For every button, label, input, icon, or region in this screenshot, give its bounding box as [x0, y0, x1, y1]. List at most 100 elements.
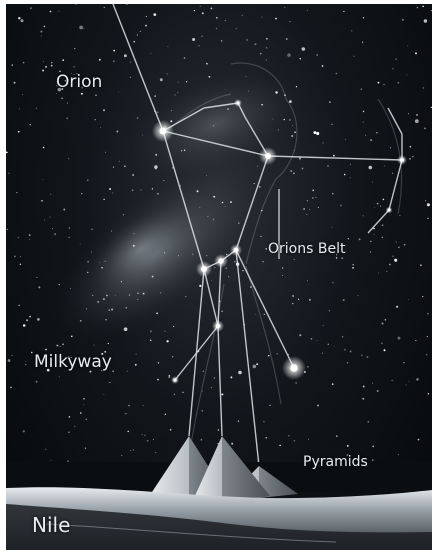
- background-star: [336, 435, 338, 437]
- background-star: [378, 273, 379, 274]
- background-star: [173, 326, 174, 327]
- background-star: [422, 6, 424, 8]
- background-star: [399, 215, 400, 216]
- background-star: [106, 295, 108, 297]
- background-star: [313, 131, 316, 134]
- background-star: [208, 76, 210, 78]
- background-star: [20, 264, 22, 266]
- background-star: [85, 448, 86, 449]
- background-star: [206, 255, 207, 256]
- background-star: [86, 308, 87, 309]
- background-star: [130, 450, 131, 451]
- background-star: [87, 272, 88, 273]
- background-star: [87, 261, 89, 263]
- background-star: [137, 293, 139, 295]
- background-star: [197, 190, 199, 192]
- background-star: [322, 353, 323, 354]
- background-star: [130, 77, 131, 78]
- background-star: [372, 383, 373, 384]
- background-star: [12, 64, 13, 65]
- background-star: [7, 229, 9, 231]
- background-star: [415, 340, 416, 341]
- background-star: [150, 53, 151, 54]
- background-star: [40, 31, 42, 33]
- background-star: [312, 197, 313, 198]
- background-star: [343, 299, 345, 301]
- background-star: [211, 280, 212, 281]
- background-star: [331, 124, 332, 125]
- background-star: [81, 193, 82, 194]
- background-star: [351, 30, 352, 31]
- background-star: [69, 416, 71, 418]
- background-star: [392, 256, 393, 257]
- background-star: [103, 109, 105, 111]
- background-star: [172, 356, 173, 357]
- background-star: [214, 377, 215, 378]
- background-star: [180, 185, 181, 186]
- background-star: [150, 340, 151, 341]
- background-star: [160, 292, 161, 293]
- background-star: [153, 439, 154, 440]
- background-star: [51, 65, 53, 67]
- background-star: [332, 193, 334, 195]
- background-star: [18, 305, 20, 307]
- background-star: [108, 343, 109, 344]
- background-star: [216, 17, 218, 19]
- background-star: [160, 78, 163, 81]
- background-star: [254, 183, 255, 184]
- background-star: [126, 4, 128, 5]
- background-star: [105, 152, 106, 153]
- background-star: [25, 364, 26, 365]
- background-star: [80, 412, 82, 414]
- background-star: [29, 239, 30, 240]
- background-star: [43, 147, 45, 149]
- background-star: [123, 214, 124, 215]
- background-star: [427, 203, 430, 206]
- background-star: [62, 59, 64, 61]
- background-star: [299, 334, 301, 336]
- background-star: [146, 16, 147, 17]
- background-star: [174, 394, 175, 395]
- background-star: [312, 190, 314, 192]
- background-star: [29, 234, 31, 236]
- background-star: [307, 200, 308, 201]
- background-star: [112, 192, 113, 193]
- background-star: [398, 247, 400, 249]
- background-star: [363, 111, 364, 112]
- background-star: [143, 405, 144, 406]
- background-star: [294, 131, 296, 133]
- background-star: [392, 173, 393, 174]
- background-star: [113, 50, 115, 52]
- background-star: [230, 201, 232, 203]
- background-star: [268, 355, 269, 356]
- background-star: [307, 366, 309, 368]
- background-star: [394, 259, 397, 262]
- background-star: [8, 172, 9, 173]
- background-star: [69, 227, 70, 228]
- background-star: [350, 351, 352, 353]
- background-star: [29, 316, 31, 318]
- background-star: [41, 36, 42, 37]
- background-star: [422, 296, 423, 297]
- background-star: [59, 284, 60, 285]
- background-star: [103, 199, 104, 200]
- background-star: [373, 228, 374, 229]
- background-star: [137, 117, 138, 118]
- background-star: [342, 336, 344, 338]
- background-star: [43, 61, 44, 62]
- background-star: [255, 43, 257, 45]
- background-star: [221, 311, 223, 313]
- background-star: [199, 285, 201, 287]
- background-star: [358, 295, 359, 296]
- background-star: [59, 11, 60, 12]
- background-star: [426, 354, 428, 356]
- background-star: [276, 353, 278, 355]
- background-star: [194, 10, 195, 11]
- background-star: [103, 394, 104, 395]
- background-star: [171, 110, 172, 111]
- background-star: [56, 345, 58, 347]
- background-star: [207, 216, 208, 217]
- background-star: [377, 203, 379, 205]
- label-pyramids: Pyramids: [303, 454, 368, 470]
- background-star: [164, 331, 165, 332]
